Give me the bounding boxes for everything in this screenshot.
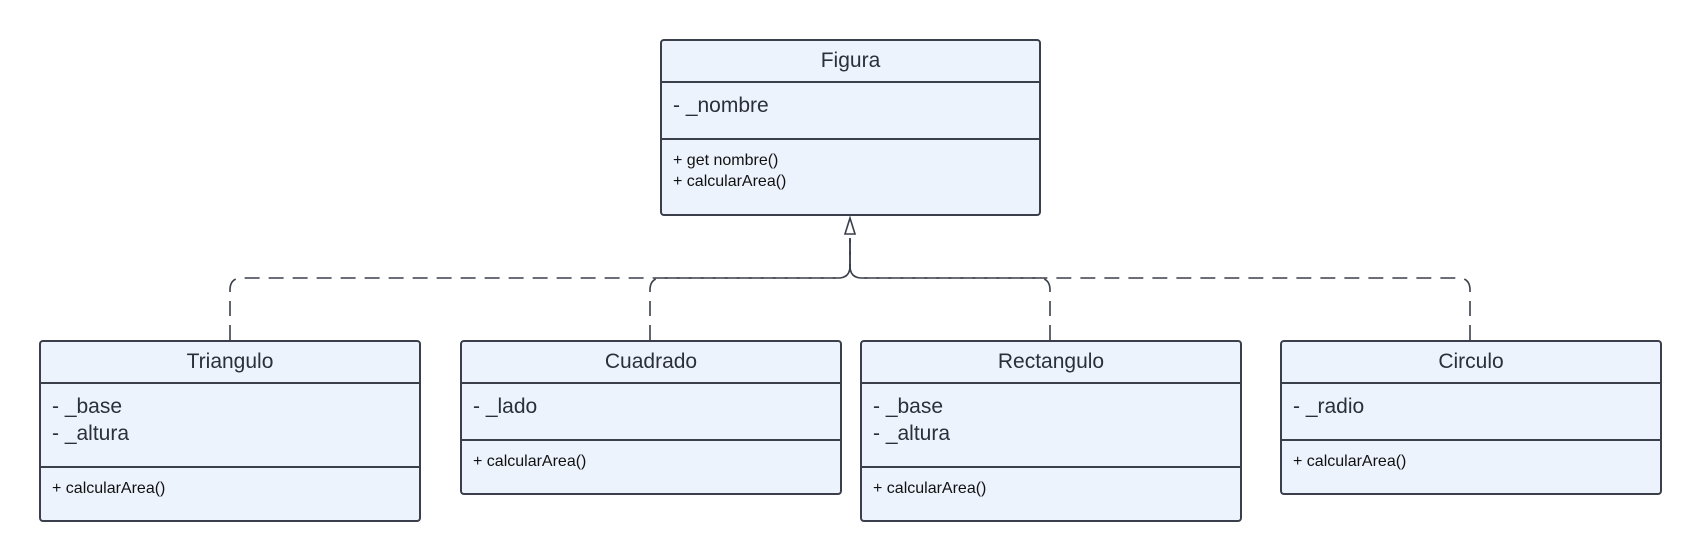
attributes-compartment: - _lado xyxy=(462,384,840,441)
class-circulo[interactable]: Circulo - _radio + calcularArea() xyxy=(1280,340,1662,495)
method: + get nombre() xyxy=(673,152,779,169)
connector-cuadrado xyxy=(649,238,851,340)
method: + calcularArea() xyxy=(52,480,166,497)
method: + calcularArea() xyxy=(473,453,587,470)
connector-triangulo xyxy=(229,238,851,340)
attribute: - _lado xyxy=(473,395,538,418)
attributes-compartment: - _base - _altura xyxy=(41,384,419,468)
class-figura[interactable]: Figura - _nombre + get nombre() + calcul… xyxy=(660,39,1041,216)
class-name: Figura xyxy=(662,41,1039,83)
attributes-compartment: - _nombre xyxy=(662,83,1039,140)
methods-compartment: + calcularArea() xyxy=(41,468,419,509)
attribute: - _nombre xyxy=(673,94,769,117)
attribute: - _altura xyxy=(873,422,951,445)
class-name: Cuadrado xyxy=(462,342,840,384)
attributes-compartment: - _base - _altura xyxy=(862,384,1240,468)
attribute: - _altura xyxy=(52,422,130,445)
methods-compartment: + get nombre() + calcularArea() xyxy=(662,140,1039,202)
attribute: - _radio xyxy=(1293,395,1365,418)
method: + calcularArea() xyxy=(673,173,787,190)
class-name: Rectangulo xyxy=(862,342,1240,384)
connector-circulo xyxy=(849,238,1471,340)
attributes-compartment: - _radio xyxy=(1282,384,1660,441)
class-cuadrado[interactable]: Cuadrado - _lado + calcularArea() xyxy=(460,340,842,495)
connector-rectangulo xyxy=(849,238,1051,340)
class-triangulo[interactable]: Triangulo - _base - _altura + calcularAr… xyxy=(39,340,421,522)
method: + calcularArea() xyxy=(1293,453,1407,470)
class-rectangulo[interactable]: Rectangulo - _base - _altura + calcularA… xyxy=(860,340,1242,522)
realization-arrowhead xyxy=(843,215,857,235)
attribute: - _base xyxy=(52,395,123,418)
attribute: - _base xyxy=(873,395,944,418)
class-name: Triangulo xyxy=(41,342,419,384)
methods-compartment: + calcularArea() xyxy=(862,468,1240,509)
method: + calcularArea() xyxy=(873,480,987,497)
methods-compartment: + calcularArea() xyxy=(462,441,840,482)
methods-compartment: + calcularArea() xyxy=(1282,441,1660,482)
class-name: Circulo xyxy=(1282,342,1660,384)
